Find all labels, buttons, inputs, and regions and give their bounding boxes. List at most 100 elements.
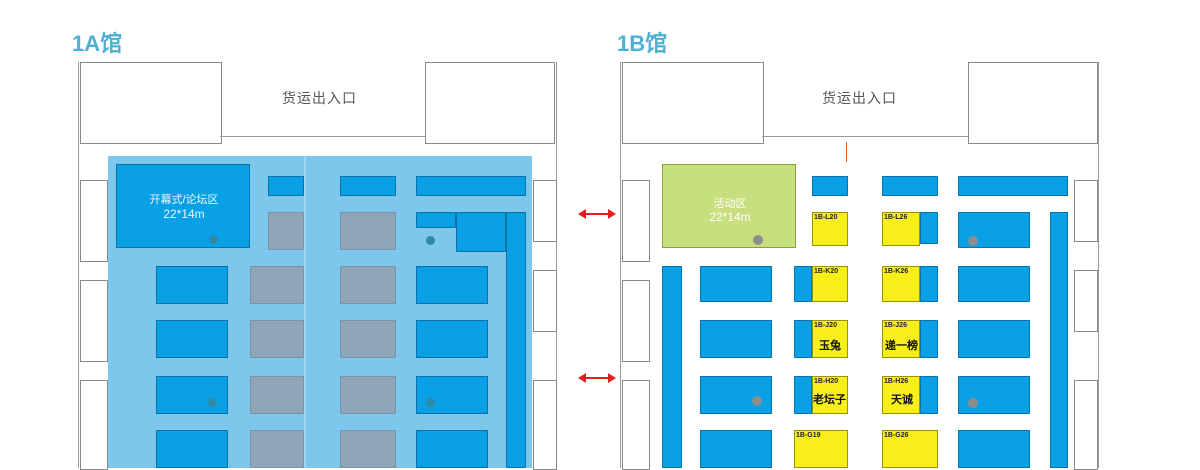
booth-block[interactable]	[250, 320, 304, 358]
hall-1b-dock-edge	[762, 136, 968, 137]
booth-block[interactable]	[700, 320, 772, 358]
hall-1a-floor-divider	[304, 156, 306, 468]
booth-block[interactable]	[958, 430, 1030, 468]
arrow-right-icon	[608, 209, 616, 219]
booth-1b-j26[interactable]: 1B-J26 递一榜	[882, 320, 920, 358]
zone-activity-name: 活动区	[713, 198, 747, 210]
booth-block[interactable]	[812, 176, 848, 196]
booth-block[interactable]	[156, 320, 228, 358]
arrow-right-icon	[608, 373, 616, 383]
booth-block[interactable]	[662, 266, 682, 468]
zone-opening-forum-name: 开幕式/论坛区	[149, 194, 219, 206]
booth-block[interactable]	[340, 320, 396, 358]
booth-block[interactable]	[958, 266, 1030, 302]
booth-block[interactable]	[920, 212, 938, 244]
column-marker	[426, 398, 435, 407]
booth-block[interactable]	[416, 212, 456, 228]
column-marker	[968, 398, 978, 408]
booth-block[interactable]	[268, 176, 304, 196]
hall-1b-left-wall	[620, 62, 621, 468]
booth-block[interactable]	[416, 266, 488, 304]
hall-1b-dock-label: 货运出入口	[822, 90, 897, 106]
booth-block[interactable]	[794, 320, 812, 358]
booth-exhibitor-name: 天诚	[891, 394, 913, 406]
booth-block[interactable]	[250, 430, 304, 468]
column-marker	[753, 235, 763, 245]
booth-1b-h26[interactable]: 1B-H26 天诚	[882, 376, 920, 414]
hall-1b-east-stair-2	[1074, 270, 1098, 332]
zone-activity[interactable]: 活动区 22*14m	[662, 164, 796, 248]
hall-1b-east-stair-1	[1074, 180, 1098, 242]
booth-block[interactable]	[340, 176, 396, 196]
booth-code: 1B-J26	[884, 322, 907, 329]
zone-opening-forum[interactable]: 开幕式/论坛区 22*14m	[116, 164, 250, 248]
booth-block[interactable]	[456, 212, 506, 252]
booth-block[interactable]	[700, 266, 772, 302]
booth-code: 1B-G26	[884, 432, 909, 439]
booth-block[interactable]	[920, 266, 938, 302]
hall-1b-service-block-right	[968, 62, 1098, 144]
hall-1a-service-block-right	[425, 62, 555, 144]
column-marker	[208, 398, 217, 407]
booth-block[interactable]	[416, 430, 488, 468]
booth-1b-k20[interactable]: 1B-K20	[812, 266, 848, 302]
booth-1b-l26[interactable]: 1B-L26	[882, 212, 920, 246]
booth-block[interactable]	[958, 376, 1030, 414]
booth-code: 1B-G19	[796, 432, 821, 439]
booth-block[interactable]	[340, 266, 396, 304]
hall-1b-right-wall	[1098, 62, 1099, 468]
column-marker	[752, 396, 762, 406]
booth-block[interactable]	[250, 266, 304, 304]
booth-block[interactable]	[958, 176, 1068, 196]
booth-block[interactable]	[250, 376, 304, 414]
hall-1a-right-wall	[556, 62, 557, 468]
column-marker	[968, 236, 978, 246]
booth-1b-g19[interactable]: 1B-G19	[794, 430, 848, 468]
hall-title-1a: 1A馆	[72, 31, 123, 56]
booth-1b-k26[interactable]: 1B-K26	[882, 266, 920, 302]
booth-block[interactable]	[794, 266, 812, 302]
booth-block[interactable]	[156, 430, 228, 468]
hall-1a-east-stair-3	[533, 380, 557, 470]
arrow-left-icon	[578, 209, 586, 219]
booth-exhibitor-name: 玉兔	[819, 340, 841, 352]
booth-block[interactable]	[340, 212, 396, 250]
booth-block[interactable]	[416, 176, 526, 196]
booth-code: 1B-L20	[814, 214, 838, 221]
booth-1b-l20[interactable]: 1B-L20	[812, 212, 848, 246]
booth-block[interactable]	[882, 176, 938, 196]
booth-block[interactable]	[340, 376, 396, 414]
hall-1a-service-block-left	[80, 62, 222, 144]
booth-block[interactable]	[794, 376, 812, 414]
hall-1a-dock-edge	[220, 136, 425, 137]
booth-block[interactable]	[416, 376, 488, 414]
hall-1a-east-stair-1	[533, 180, 557, 242]
hall-1b-west-stair-3	[622, 380, 650, 470]
booth-block[interactable]	[340, 430, 396, 468]
booth-exhibitor-name: 老坛子	[813, 394, 846, 406]
booth-exhibitor-name: 递一榜	[885, 340, 918, 352]
zone-opening-forum-size: 22*14m	[163, 207, 205, 221]
booth-block[interactable]	[156, 266, 228, 304]
booth-block[interactable]	[920, 320, 938, 358]
booth-1b-g26[interactable]: 1B-G26	[882, 430, 938, 468]
booth-code: 1B-H26	[884, 378, 909, 385]
connector-line	[584, 213, 610, 215]
booth-block[interactable]	[958, 320, 1030, 358]
booth-block[interactable]	[700, 430, 772, 468]
booth-block[interactable]	[920, 376, 938, 414]
booth-block[interactable]	[700, 376, 772, 414]
booth-1b-h20[interactable]: 1B-H20 老坛子	[812, 376, 848, 414]
booth-code: 1B-K26	[884, 268, 909, 275]
hall-1b-west-stair-1	[622, 180, 650, 262]
booth-block[interactable]	[416, 320, 488, 358]
booth-block[interactable]	[506, 212, 526, 468]
booth-code: 1B-J20	[814, 322, 837, 329]
booth-block[interactable]	[156, 376, 228, 414]
hall-1a-west-stair-1	[80, 180, 108, 262]
dimension-line	[846, 142, 847, 162]
zone-activity-size: 22*14m	[709, 210, 751, 224]
booth-1b-j20[interactable]: 1B-J20 玉兔	[812, 320, 848, 358]
booth-block[interactable]	[268, 212, 304, 250]
booth-block[interactable]	[1050, 212, 1068, 468]
